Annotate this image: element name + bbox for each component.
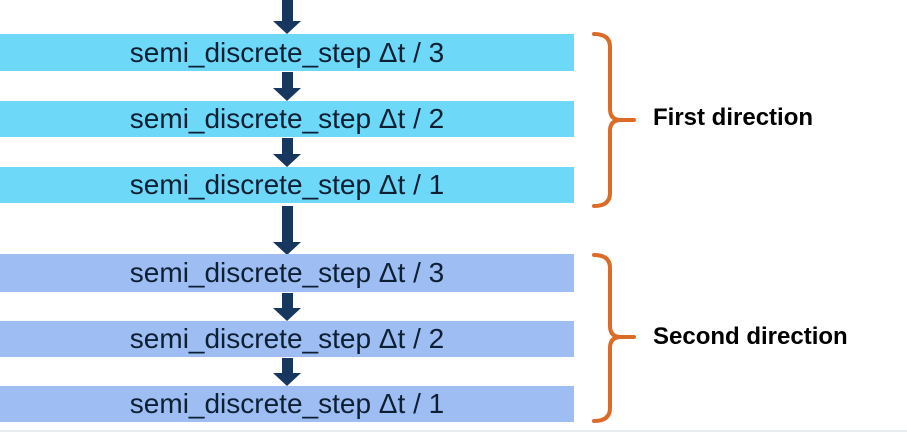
curly-brace-second xyxy=(592,253,636,423)
down-arrow xyxy=(273,72,301,101)
step-box-first-2: semi_discrete_step Δt / 2 xyxy=(0,101,574,137)
step-box-first-3: semi_discrete_step Δt / 1 xyxy=(0,167,574,203)
arrow-head xyxy=(273,373,301,386)
arrow-shaft xyxy=(281,138,293,154)
arrow-head xyxy=(273,242,301,255)
step-label: semi_discrete_step Δt / 3 xyxy=(129,257,445,288)
step-label: semi_discrete_step Δt / 3 xyxy=(129,36,445,68)
arrow-head xyxy=(273,88,301,101)
down-arrow xyxy=(273,358,301,386)
step-box-second-2: semi_discrete_step Δt / 2 xyxy=(0,321,574,357)
down-arrow xyxy=(273,293,301,321)
arrow-head xyxy=(273,308,301,321)
down-arrow xyxy=(273,206,301,255)
step-box-second-1: semi_discrete_step Δt / 3 xyxy=(0,254,574,292)
group-label-second: Second direction xyxy=(653,323,848,350)
arrow-shaft xyxy=(281,0,293,21)
step-box-second-3: semi_discrete_step Δt / 1 xyxy=(0,386,574,422)
down-arrow xyxy=(273,0,301,34)
step-box-first-1: semi_discrete_step Δt / 3 xyxy=(0,34,574,71)
step-label: semi_discrete_step Δt / 2 xyxy=(129,323,445,354)
step-label: semi_discrete_step Δt / 1 xyxy=(129,388,445,419)
arrow-head xyxy=(273,21,301,34)
arrow-shaft xyxy=(281,206,293,242)
group-label-first: First direction xyxy=(653,104,814,131)
arrow-shaft xyxy=(281,293,293,308)
arrow-shaft xyxy=(281,72,293,88)
curly-brace-first xyxy=(592,32,636,208)
step-label: semi_discrete_step Δt / 2 xyxy=(129,103,445,134)
curly-brace-path xyxy=(592,32,636,208)
arrow-shaft xyxy=(281,358,293,373)
curly-brace-path xyxy=(592,253,636,423)
step-label: semi_discrete_step Δt / 1 xyxy=(129,169,445,200)
bottom-edge-line xyxy=(0,430,907,432)
arrow-head xyxy=(273,154,301,167)
down-arrow xyxy=(273,138,301,167)
